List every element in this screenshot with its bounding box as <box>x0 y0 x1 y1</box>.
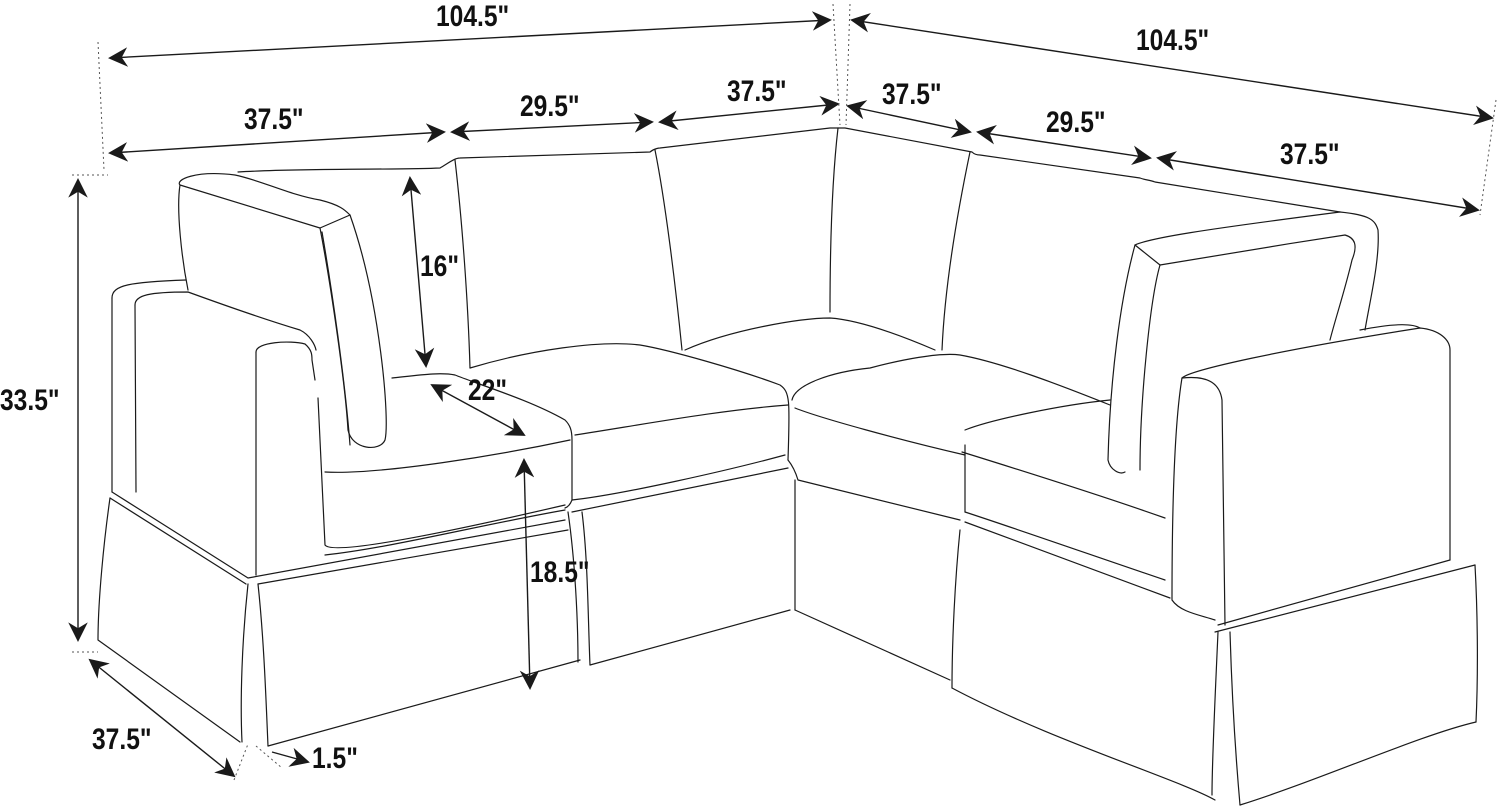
overall-height-label: 33.5" <box>0 384 60 417</box>
leg-clearance-label: 1.5" <box>312 742 358 775</box>
right-armless-width-label: 29.5" <box>1046 106 1106 139</box>
extension-lines <box>72 3 1497 781</box>
overall-depth-label: 37.5" <box>92 723 152 756</box>
seat-height-label: 18.5" <box>530 556 590 589</box>
dimension-lines <box>68 11 1494 778</box>
right-end-width-label: 37.5" <box>1280 138 1340 171</box>
sofa-outline <box>97 127 1478 806</box>
back-height-label: 16" <box>420 250 460 283</box>
left-corner-width-label: 37.5" <box>244 103 304 136</box>
overall-left-width-label: 104.5" <box>436 0 510 33</box>
overall-right-width-label: 104.5" <box>1136 24 1210 57</box>
left-corner-piece-width-label: 37.5" <box>727 75 787 108</box>
seat-depth-label: 22" <box>468 374 508 407</box>
left-armless-width-label: 29.5" <box>520 90 580 123</box>
right-corner-piece-width-label: 37.5" <box>882 78 942 111</box>
